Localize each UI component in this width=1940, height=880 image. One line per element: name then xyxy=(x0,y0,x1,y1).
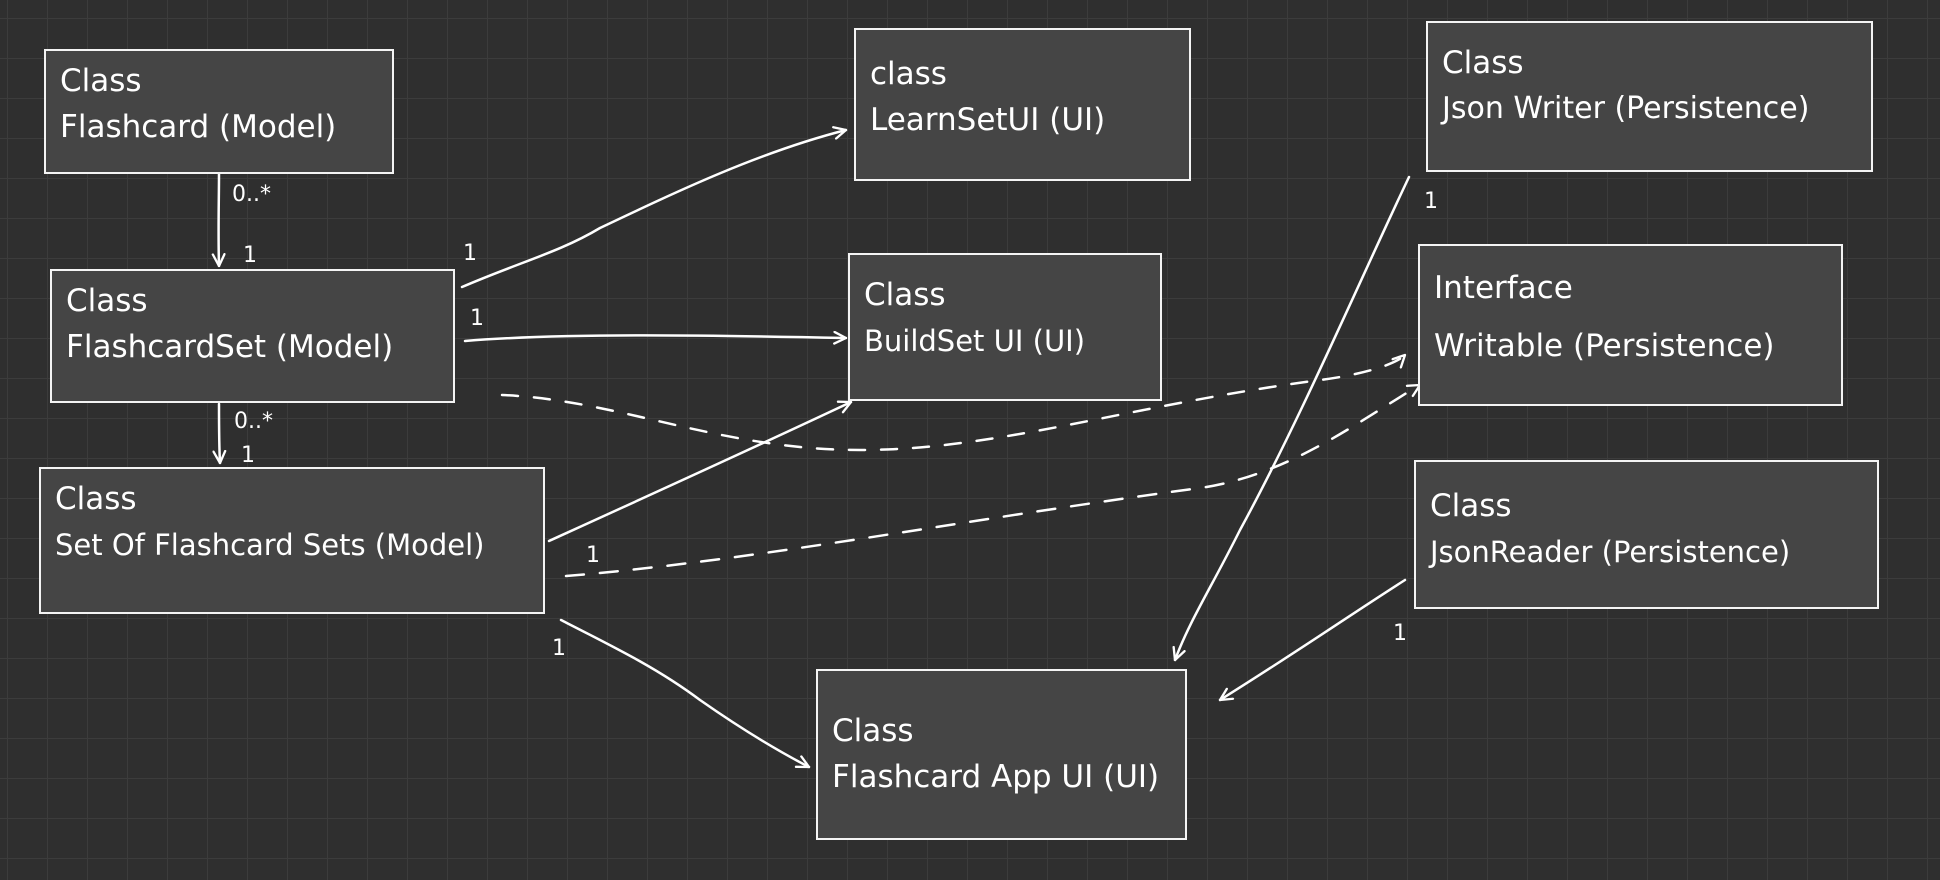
class-box-jsonreader[interactable]: Class JsonReader (Persistence) xyxy=(1414,460,1879,609)
class-box-buildsetui[interactable]: Class BuildSet UI (UI) xyxy=(848,253,1162,401)
class-kind-label: Class xyxy=(1442,45,1524,81)
multiplicity-label: 1 xyxy=(552,636,566,661)
class-kind-label: Class xyxy=(66,283,148,319)
class-kind-label: Class xyxy=(55,481,137,517)
class-kind-label: Class xyxy=(832,713,914,749)
class-kind-label: class xyxy=(870,56,947,92)
class-name-label: FlashcardSet (Model) xyxy=(66,329,394,365)
class-name-label: Flashcard App UI (UI) xyxy=(832,759,1160,795)
edge-flashcardset-to-buildsetui xyxy=(463,330,848,345)
edge-flashcardset-to-setofflashcardsets xyxy=(212,402,227,465)
class-box-flashcardappui[interactable]: Class Flashcard App UI (UI) xyxy=(816,669,1187,840)
class-name-label: Flashcard (Model) xyxy=(60,109,337,145)
multiplicity-label: 1 xyxy=(470,306,484,331)
class-box-jsonwriter[interactable]: Class Json Writer (Persistence) xyxy=(1426,21,1873,172)
class-name-label: JsonReader (Persistence) xyxy=(1430,535,1791,569)
multiplicity-label: 0..* xyxy=(232,182,271,207)
multiplicity-label: 1 xyxy=(241,443,255,468)
class-box-setofflashcardsets[interactable]: Class Set Of Flashcard Sets (Model) xyxy=(39,467,545,614)
edge-setofflashcardsets-to-writable xyxy=(564,383,1422,578)
edge-setofflashcardsets-to-flashcardappui xyxy=(559,618,811,769)
class-box-flashcard[interactable]: Class Flashcard (Model) xyxy=(44,49,394,174)
edge-jsonwriter-to-flashcardappui xyxy=(1172,175,1411,662)
class-kind-label: Class xyxy=(864,277,946,313)
class-box-learnsetui[interactable]: class LearnSetUI (UI) xyxy=(854,28,1191,181)
edge-flashcardset-to-learnsetui xyxy=(460,126,848,289)
class-kind-label: Class xyxy=(1430,488,1512,524)
multiplicity-label: 1 xyxy=(243,243,257,268)
edge-jsonreader-to-flashcardappui xyxy=(1218,578,1407,702)
class-name-label: Set Of Flashcard Sets (Model) xyxy=(55,528,485,562)
interface-name-label: Writable (Persistence) xyxy=(1434,328,1775,364)
class-box-flashcardset[interactable]: Class FlashcardSet (Model) xyxy=(50,269,455,403)
interface-kind-label: Interface xyxy=(1434,270,1573,306)
multiplicity-label: 1 xyxy=(463,241,477,266)
multiplicity-label: 0..* xyxy=(234,409,273,434)
multiplicity-label: 1 xyxy=(586,543,600,568)
edge-setofflashcardsets-to-buildsetui xyxy=(547,400,853,543)
class-name-label: Json Writer (Persistence) xyxy=(1442,91,1810,126)
multiplicity-label: 1 xyxy=(1393,621,1407,646)
class-kind-label: Class xyxy=(60,63,142,99)
class-name-label: LearnSetUI (UI) xyxy=(870,102,1106,138)
interface-box-writable[interactable]: Interface Writable (Persistence) xyxy=(1418,244,1843,406)
class-name-label: BuildSet UI (UI) xyxy=(864,324,1086,358)
edge-flashcardset-to-writable xyxy=(500,353,1407,452)
multiplicity-label: 1 xyxy=(1424,189,1438,214)
